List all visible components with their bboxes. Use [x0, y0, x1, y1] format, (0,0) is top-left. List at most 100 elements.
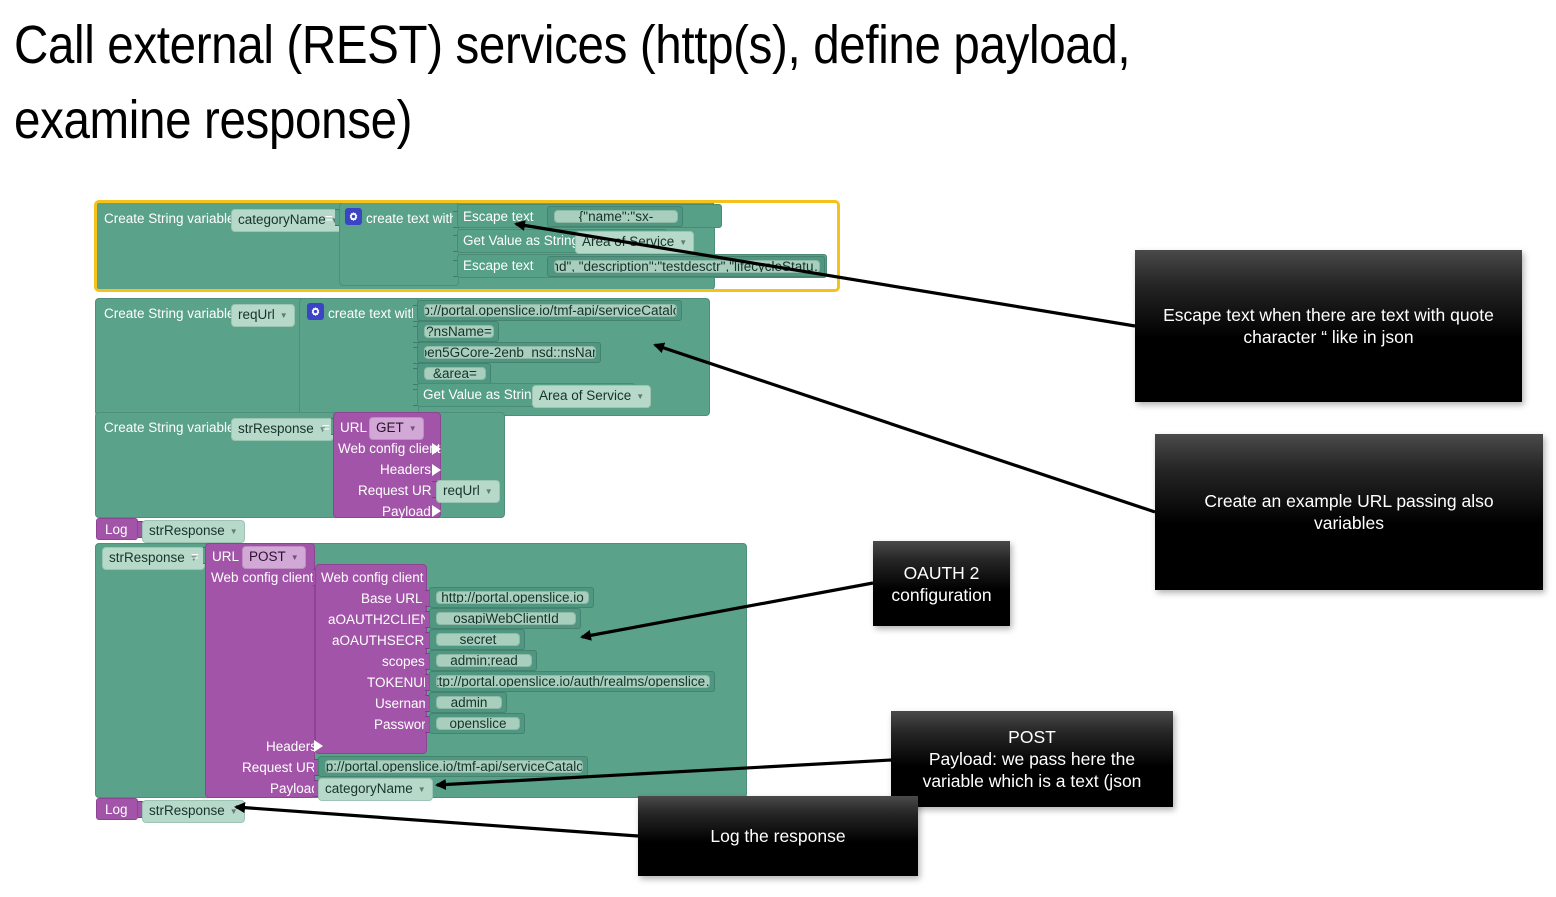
block2-row1-string-block[interactable]: ?nsName= — [417, 321, 499, 342]
block2-variable-value: reqUrl — [238, 307, 275, 322]
block2-row2-value: Open5GCore-2enb_nsd::nsName — [424, 346, 596, 359]
block2-create-text-label: create text with — [328, 306, 419, 321]
block3-variable-dropdown[interactable]: strResponse▼ — [231, 418, 334, 441]
block1-row1-dropdown[interactable]: Area of Service ▼ — [575, 231, 695, 254]
chevron-down-icon: ▼ — [417, 784, 426, 794]
gear-icon[interactable] — [307, 303, 324, 320]
chevron-down-icon: ▼ — [484, 486, 493, 496]
block4-config6-value: openslice — [436, 717, 520, 730]
block2-row4-dropdown[interactable]: Area of Service▼ — [532, 385, 652, 408]
block3-variable-value: strResponse — [238, 421, 314, 436]
block4-assign-variable-value: strResponse — [109, 550, 185, 565]
block3-field2-label: Request URL — [358, 483, 440, 498]
block1-variable-value: categoryName — [238, 212, 326, 227]
block2-variable-dropdown[interactable]: reqUrl ▼ — [231, 304, 295, 327]
block4-method-dropdown[interactable]: POST ▼ — [242, 546, 306, 569]
block3-method-dropdown[interactable]: GET▼ — [369, 417, 424, 440]
block4-webconfig-inner-label: Web config client — [321, 570, 424, 585]
block3-field2-value: reqUrl — [443, 483, 480, 498]
block4-config0-value: http://portal.openslice.io — [436, 591, 589, 604]
block1-label: Create String variable — [104, 211, 235, 226]
block1-row2-string-block[interactable]: -nd", "description":"testdesctr","lifecy… — [547, 256, 825, 277]
block4-method-value: POST — [249, 549, 286, 564]
block4-config3-string-block[interactable]: admin;read — [429, 650, 537, 671]
blockly-workspace[interactable]: Create String variable categoryName ▼ = c… — [94, 198, 855, 823]
block2-row0-string-block[interactable]: http://portal.openslice.io/tmf-api/servi… — [417, 300, 682, 321]
block4-outer2-dropdown[interactable]: categoryName▼ — [318, 778, 433, 801]
block1-variable-dropdown[interactable]: categoryName ▼ — [231, 209, 346, 232]
block1-row0-string-block[interactable]: {"name":"sx- — [547, 206, 683, 227]
block3-url-label: URL — [340, 420, 368, 435]
block1-row0-op: Escape text — [463, 209, 534, 224]
block4-webconfig-label: Web config client — [211, 570, 314, 585]
chevron-down-icon: ▼ — [331, 212, 339, 229]
block1-row2-value: -nd", "description":"testdesctr","lifecy… — [554, 260, 820, 273]
block3-field1-plug — [432, 464, 441, 476]
log1-label: Log — [105, 522, 128, 537]
block4-config1-value: osapiWebClientId — [436, 612, 576, 625]
chevron-down-icon: ▼ — [189, 553, 198, 563]
block4-config2-label: aOAUTHSECRET — [332, 633, 442, 648]
block2-row2-string-block[interactable]: Open5GCore-2enb_nsd::nsName — [417, 342, 601, 363]
block4-config1-label: aOAUTH2CLIENTID — [328, 612, 452, 627]
log1-value: strResponse — [149, 523, 225, 538]
block4-config1-string-block[interactable]: osapiWebClientId — [429, 608, 581, 629]
block4-config2-value: secret — [436, 633, 520, 646]
block4-config2-string-block[interactable]: secret — [429, 629, 525, 650]
block4-outer0-plug — [314, 740, 323, 752]
block2-row4-value: Area of Service — [539, 388, 632, 403]
block4-url-label: URL — [212, 549, 240, 564]
chevron-down-icon: ▼ — [290, 552, 299, 562]
block1-create-text-label: create text with — [366, 211, 457, 226]
block4-config5-value: admin — [436, 696, 502, 709]
block3-method-value: GET — [376, 420, 404, 435]
block2-row0-value: http://portal.openslice.io/tmf-api/servi… — [424, 304, 677, 317]
callout-log-response: Log the response — [638, 796, 918, 876]
callout-escape-text: Escape text when there are text with quo… — [1135, 250, 1522, 402]
block-log-1[interactable] — [96, 518, 138, 540]
chevron-down-icon: ▼ — [279, 310, 288, 320]
block3-label: Create String variable — [104, 420, 235, 435]
block4-config4-string-block[interactable]: http://portal.openslice.io/auth/realms/o… — [429, 671, 715, 692]
block4-assign-variable-dropdown[interactable]: strResponse ▼ — [102, 547, 205, 570]
block3-field3-label: Payload — [382, 504, 431, 519]
block4-outer1-label: Request URL — [242, 760, 324, 775]
block4-config4-label: TOKENURI — [367, 675, 437, 690]
block4-config0-label: Base URL — [361, 591, 423, 606]
block2-row4-op: Get Value as String — [423, 387, 540, 402]
chevron-down-icon: ▼ — [229, 526, 238, 536]
block3-field0-label: Web config client — [338, 441, 441, 456]
block2-row1-value: ?nsName= — [424, 325, 494, 338]
block3-field3-plug — [432, 505, 441, 517]
block3-field1-label: Headers — [380, 462, 432, 477]
log1-value-dropdown[interactable]: strResponse ▼ — [142, 520, 245, 543]
log2-value-dropdown[interactable]: strResponse▼ — [142, 800, 245, 823]
block1-row1-value: Area of Service — [582, 234, 675, 249]
block4-config0-string-block[interactable]: http://portal.openslice.io — [429, 587, 594, 608]
gear-icon[interactable] — [345, 208, 362, 225]
block4-config4-value: http://portal.openslice.io/auth/realms/o… — [436, 675, 710, 688]
block4-web-config-client-block[interactable] — [315, 564, 427, 754]
block4-config5-string-block[interactable]: admin — [429, 692, 507, 713]
block1-row1-op: Get Value as String — [463, 233, 580, 248]
block2-label: Create String variable — [104, 306, 235, 321]
block1-equals: = — [325, 211, 333, 226]
block4-outer2-label: Payload — [270, 781, 319, 796]
block1-row0-value: {"name":"sx- — [554, 210, 678, 223]
block4-config3-value: admin;read — [436, 654, 532, 667]
block4-url-post[interactable] — [205, 543, 315, 798]
block4-equals: = — [191, 549, 199, 564]
chevron-down-icon: ▼ — [229, 806, 238, 816]
block2-row3-value: &area= — [424, 367, 486, 380]
block3-field0-plug — [432, 443, 441, 455]
block4-config6-string-block[interactable]: openslice — [429, 713, 525, 734]
block4-outer0-label: Headers — [266, 739, 318, 754]
block2-row3-string-block[interactable]: &area= — [417, 363, 491, 384]
block4-config3-label: scopes — [382, 654, 425, 669]
block3-field2-dropdown[interactable]: reqUrl ▼ — [436, 480, 500, 503]
block4-outer1-string-block[interactable]: http://portal.openslice.io/tmf-api/servi… — [318, 756, 588, 777]
block-log-2[interactable] — [96, 798, 138, 820]
log2-label: Log — [105, 802, 128, 817]
block4-config6-label: Password — [374, 717, 434, 732]
chevron-down-icon: ▼ — [679, 237, 688, 247]
